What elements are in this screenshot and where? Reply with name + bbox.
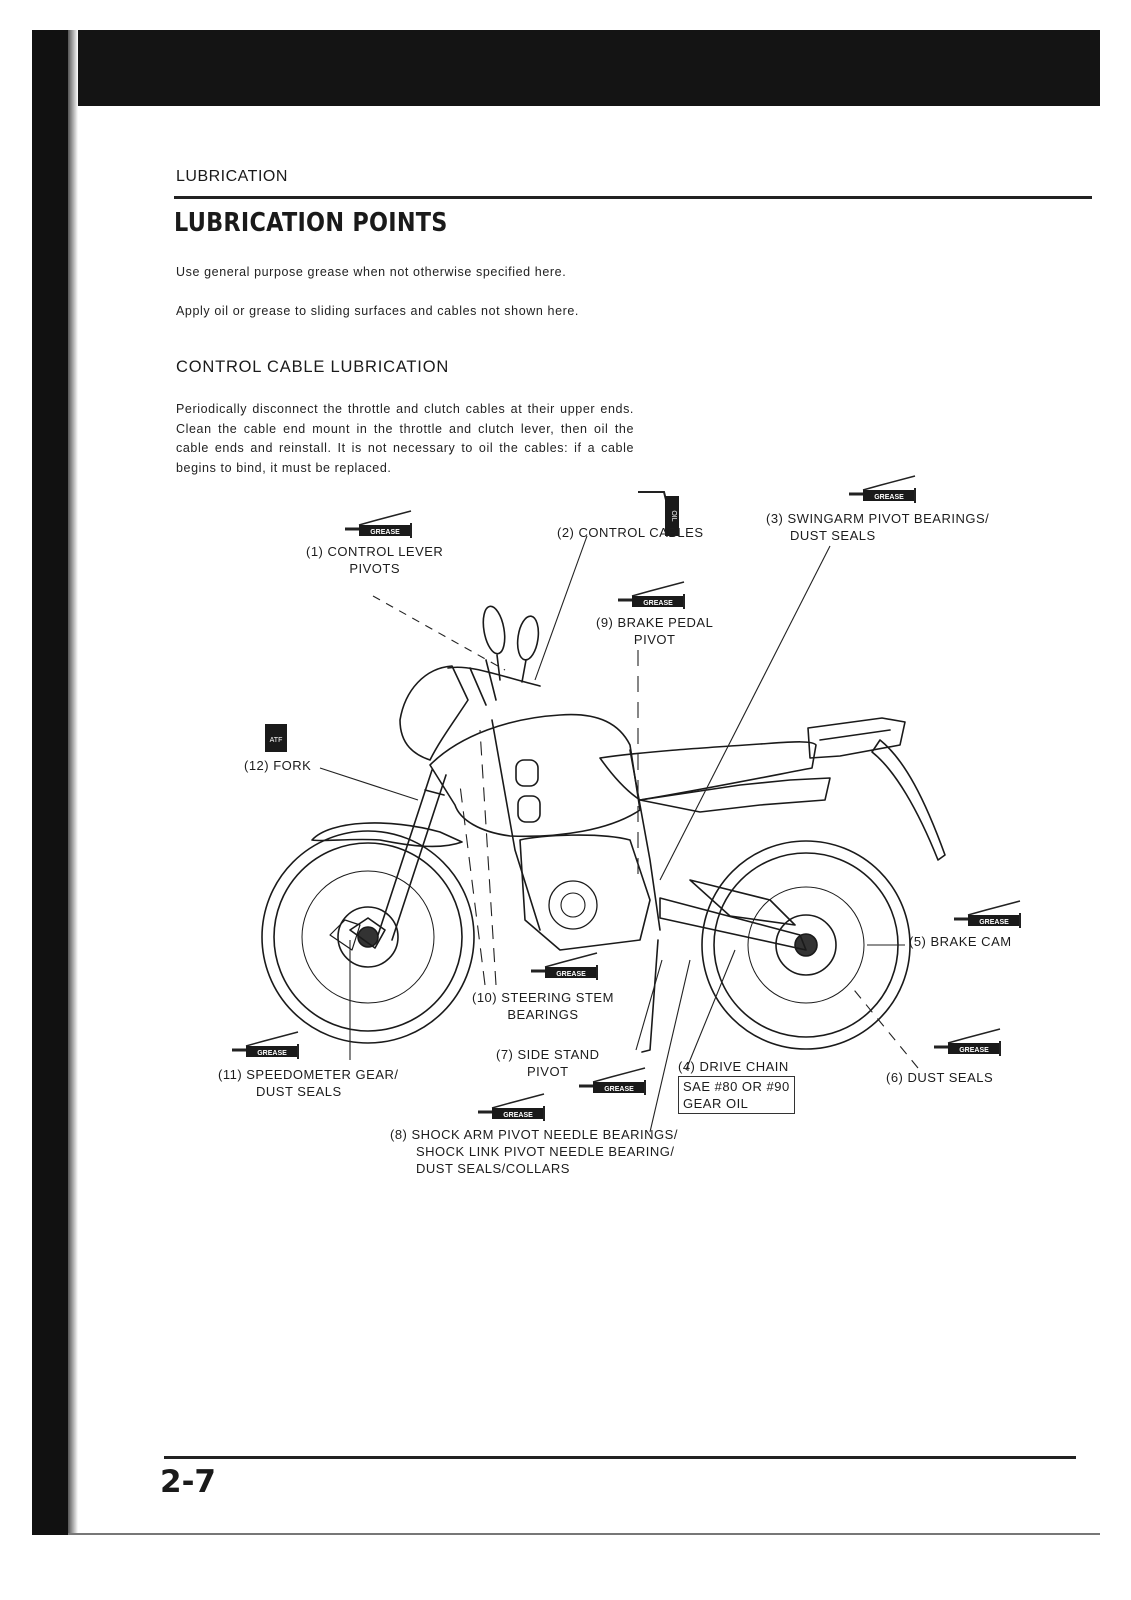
chain-guard bbox=[689, 879, 796, 926]
callout-steering-stem: (10) STEERING STEM BEARINGS bbox=[472, 989, 614, 1023]
callout-brake-pedal-pivot: (9) BRAKE PEDAL PIVOT bbox=[596, 614, 713, 648]
callout-text: DUST SEALS bbox=[790, 528, 876, 543]
rear-fender bbox=[871, 739, 946, 861]
grease-label: GREASE bbox=[503, 1112, 533, 1119]
callout-text: SHOCK LINK PIVOT NEEDLE BEARING/ bbox=[416, 1144, 675, 1159]
leader-lines bbox=[319, 535, 919, 1133]
luggage-rack bbox=[807, 717, 906, 759]
mirrors bbox=[482, 605, 540, 683]
grease-label: GREASE bbox=[370, 529, 400, 536]
fork-tubes bbox=[377, 769, 447, 941]
callout-side-stand: (7) SIDE STAND PIVOT bbox=[496, 1046, 600, 1080]
callout-drive-chain: (4) DRIVE CHAIN SAE #80 OR #90 GEAR OIL bbox=[678, 1058, 795, 1114]
side-stand bbox=[641, 939, 659, 1053]
drive-chain-spec-box: SAE #80 OR #90 GEAR OIL bbox=[678, 1076, 795, 1114]
callout-text: (2) CONTROL CABLES bbox=[557, 525, 704, 540]
callout-text: (3) SWINGARM PIVOT BEARINGS/ bbox=[766, 511, 990, 526]
scan-edge-shadow bbox=[68, 30, 78, 1535]
tank-badge-upper bbox=[515, 759, 539, 787]
svg-text:OIL: OIL bbox=[670, 510, 677, 521]
front-brake-caliper bbox=[349, 917, 386, 949]
callout-control-cables: (2) CONTROL CABLES bbox=[557, 524, 704, 541]
scan-edge-bottom bbox=[68, 1533, 1100, 1535]
side-cover bbox=[639, 777, 831, 813]
engine-cover bbox=[548, 880, 598, 930]
callout-text: PIVOT bbox=[527, 1064, 569, 1079]
page-number: 2-7 bbox=[160, 1464, 217, 1500]
callout-brake-cam: (5) BRAKE CAM bbox=[909, 933, 1012, 950]
motorcycle-illustration bbox=[261, 605, 946, 1053]
callout-text: (8) SHOCK ARM PIVOT NEEDLE BEARINGS/ bbox=[390, 1127, 678, 1142]
callout-control-lever-pivots: (1) CONTROL LEVER PIVOTS bbox=[306, 543, 443, 577]
svg-text:ATF: ATF bbox=[270, 737, 283, 744]
page-title: LUBRICATION POINTS bbox=[174, 208, 448, 238]
callout-speedometer-gear: (11) SPEEDOMETER GEAR/ DUST SEALS bbox=[218, 1066, 399, 1100]
header-rule bbox=[174, 196, 1092, 199]
callout-text: PIVOT bbox=[633, 632, 676, 647]
scan-edge-left bbox=[32, 30, 68, 1535]
engine-cover-inner bbox=[560, 892, 586, 918]
swingarm bbox=[659, 897, 807, 951]
grease-label: GREASE bbox=[257, 1050, 287, 1057]
grease-label: GREASE bbox=[643, 600, 673, 607]
footer-rule bbox=[164, 1456, 1076, 1459]
callout-text: (1) CONTROL LEVER bbox=[306, 544, 444, 559]
tank-badge-lower bbox=[517, 795, 541, 823]
headlight-fairing bbox=[399, 665, 469, 761]
callout-text: (12) FORK bbox=[244, 758, 312, 773]
grease-label: GREASE bbox=[874, 494, 904, 501]
callout-text: DUST SEALS/COLLARS bbox=[416, 1161, 570, 1176]
callout-text: (4) DRIVE CHAIN bbox=[678, 1059, 789, 1074]
grease-label: GREASE bbox=[979, 919, 1009, 926]
intro-paragraph-2: Apply oil or grease to sliding surfaces … bbox=[176, 304, 580, 318]
grease-label: GREASE bbox=[556, 971, 586, 978]
callout-text: GEAR OIL bbox=[683, 1096, 749, 1111]
atf-icon: ATF bbox=[265, 724, 287, 752]
grease-icon-labels: GREASE GREASE GREASE GREASE GREASE GREAS… bbox=[257, 494, 1009, 1119]
intro-paragraph-1: Use general purpose grease when not othe… bbox=[176, 265, 567, 279]
scan-edge-top bbox=[78, 30, 1100, 106]
frame-downtube bbox=[491, 719, 661, 931]
front-fender bbox=[311, 822, 463, 848]
callout-text: (7) SIDE STAND bbox=[496, 1047, 600, 1062]
callout-swingarm-pivot: (3) SWINGARM PIVOT BEARINGS/ DUST SEALS bbox=[766, 510, 989, 544]
callout-text: BEARINGS bbox=[507, 1007, 579, 1022]
callout-fork: (12) FORK bbox=[244, 757, 311, 774]
callout-text: (9) BRAKE PEDAL bbox=[596, 615, 714, 630]
callout-text: (11) SPEEDOMETER GEAR/ bbox=[218, 1067, 399, 1082]
handlebar bbox=[447, 659, 541, 706]
oil-can-icon: OIL bbox=[638, 491, 679, 536]
control-cable-paragraph: Periodically disconnect the throttle and… bbox=[176, 402, 634, 475]
callout-text: DUST SEALS bbox=[256, 1084, 342, 1099]
callout-text: PIVOTS bbox=[349, 561, 400, 576]
seat bbox=[599, 741, 817, 801]
grease-label: GREASE bbox=[959, 1047, 989, 1054]
control-cable-heading: CONTROL CABLE LUBRICATION bbox=[176, 358, 450, 376]
section-header: LUBRICATION bbox=[176, 168, 288, 185]
front-wheel bbox=[261, 830, 475, 1044]
callout-text: (10) STEERING STEM bbox=[472, 990, 614, 1005]
callout-text: (6) DUST SEALS bbox=[886, 1070, 994, 1085]
callout-text: (5) BRAKE CAM bbox=[909, 934, 1012, 949]
engine bbox=[519, 834, 651, 951]
grease-label: GREASE bbox=[604, 1086, 634, 1093]
fuel-tank bbox=[429, 713, 641, 838]
callout-shock-arm-pivot: (8) SHOCK ARM PIVOT NEEDLE BEARINGS/ SHO… bbox=[390, 1126, 678, 1177]
callout-dust-seals: (6) DUST SEALS bbox=[886, 1069, 993, 1086]
callout-text: SAE #80 OR #90 bbox=[683, 1079, 790, 1094]
